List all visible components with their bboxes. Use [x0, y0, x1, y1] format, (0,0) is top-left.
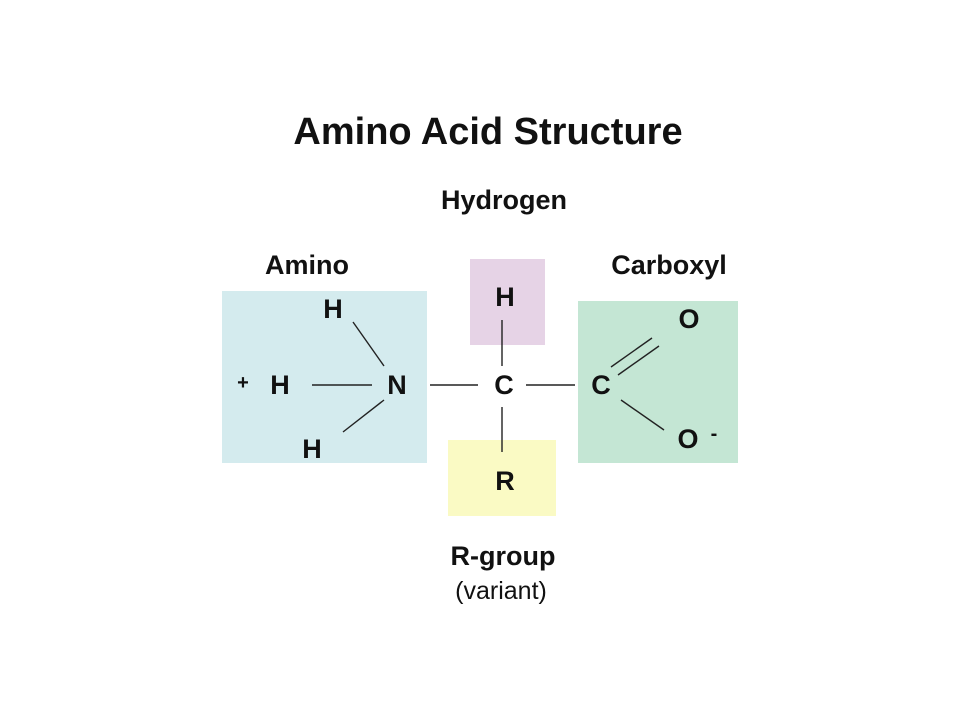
bond-n-h-bottom [342, 399, 385, 433]
atom-carboxyl-carbon: C [591, 370, 611, 400]
atom-oxygen-bottom: O [677, 424, 698, 454]
bond-c-o-single [620, 399, 665, 431]
r-group-box [448, 440, 556, 516]
amino-positive-charge: + [237, 372, 249, 394]
atom-r: R [495, 466, 515, 496]
amino-group-box [222, 291, 427, 463]
amino-label: Amino [265, 250, 349, 280]
atom-h-amino-bottom: H [302, 434, 322, 464]
diagram-title: Amino Acid Structure [293, 111, 683, 153]
atom-h-hydrogen-group: H [495, 282, 515, 312]
bond-c-o-double-1 [610, 337, 653, 368]
atom-oxygen-top: O [678, 304, 699, 334]
r-group-label: R-group [451, 541, 556, 571]
atom-h-amino-left: H [270, 370, 290, 400]
carboxyl-label: Carboxyl [611, 250, 727, 280]
atom-alpha-carbon: C [494, 370, 514, 400]
atom-nitrogen: N [387, 370, 407, 400]
carboxyl-group-box [578, 301, 738, 463]
hydrogen-label: Hydrogen [441, 185, 567, 215]
atom-h-amino-top: H [323, 294, 343, 324]
carboxyl-negative-charge: - [711, 423, 718, 445]
bond-n-h-top [352, 321, 385, 367]
bond-c-o-double-2 [617, 345, 660, 376]
hydrogen-group-box [470, 259, 545, 345]
variant-label: (variant) [455, 577, 547, 605]
